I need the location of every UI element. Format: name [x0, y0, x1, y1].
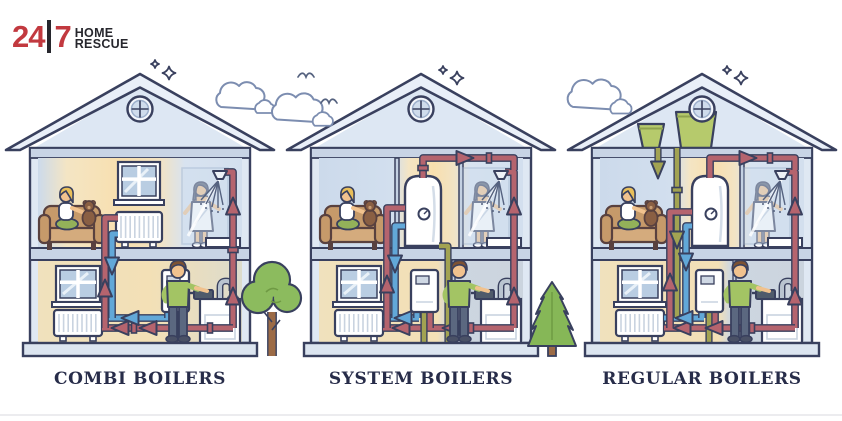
floor-slab: [310, 247, 532, 261]
house-regular: [566, 72, 838, 358]
logo-24-7-home-rescue: 24 7 HOME RESCUE: [12, 19, 129, 54]
teddy-bear: [362, 199, 378, 227]
flow-arrow-icon: [97, 278, 113, 298]
flow-arrow-icon: [787, 196, 803, 216]
wall-boiler-unit: [694, 268, 725, 314]
sparkle-icon: [449, 70, 465, 86]
flow-arrow-icon: [674, 310, 694, 326]
bird-icon: [320, 98, 338, 106]
logo-divider-bar: [47, 20, 52, 53]
feed-expansion-tank: [636, 122, 666, 150]
section-label-system-boilers: SYSTEM BOILERS: [328, 369, 514, 389]
section-label-combi-boilers: COMBI BOILERS: [54, 369, 226, 389]
flow-arrow-icon: [110, 320, 130, 336]
man-at-sink: [161, 259, 209, 344]
pine-tree-icon: [527, 281, 577, 357]
window-icon: [51, 264, 105, 308]
logo-word-home: HOME: [74, 26, 114, 40]
sparkle-icon: [150, 59, 160, 69]
window-icon: [332, 264, 386, 308]
girl-on-couch: [617, 186, 646, 231]
teddy-bear: [643, 199, 659, 227]
flow-arrow-icon: [225, 196, 241, 216]
flow-arrow-icon: [650, 160, 666, 180]
sparkle-icon: [722, 65, 732, 75]
flow-arrow-icon: [669, 230, 685, 250]
flow-arrow-icon: [379, 274, 395, 294]
tree-icon: [240, 260, 303, 356]
flow-arrow-icon: [387, 254, 403, 274]
girl-on-couch: [336, 186, 365, 231]
hot-water-cylinder: [403, 174, 443, 248]
house-system: [285, 72, 557, 358]
man-at-sink: [723, 259, 771, 344]
radiator-icon: [52, 308, 104, 342]
logo-number-7: 7: [54, 19, 71, 54]
foundation: [302, 341, 540, 358]
flow-arrow-icon: [393, 310, 413, 326]
floor-slab: [591, 247, 813, 261]
roof: [566, 72, 838, 152]
radiator-icon: [333, 308, 385, 342]
woman-showering: [464, 181, 502, 249]
girl-on-couch: [55, 186, 84, 231]
shower-head-icon: [200, 170, 228, 213]
shower-enclosure: [462, 167, 522, 248]
sparkle-icon: [161, 65, 177, 81]
sparkle-icon: [733, 70, 749, 86]
flow-arrow-icon: [738, 150, 758, 166]
floor-slab: [29, 247, 251, 261]
radiator-icon: [614, 308, 666, 342]
couch: [599, 204, 669, 250]
sparkle-icon: [438, 65, 448, 75]
shower-enclosure: [181, 167, 241, 248]
house-combi: [4, 72, 276, 358]
flow-arrow-icon: [120, 310, 140, 326]
roof: [4, 72, 276, 152]
flow-arrow-icon: [787, 286, 803, 306]
flow-arrow-icon: [704, 320, 724, 336]
section-label-regular-boilers: REGULAR BOILERS: [602, 369, 802, 389]
flow-arrow-icon: [506, 196, 522, 216]
shower-enclosure: [743, 167, 803, 248]
flow-arrow-icon: [225, 286, 241, 306]
radiator-icon: [114, 210, 164, 248]
attic-window-icon: [126, 95, 154, 123]
cloud-icon: [271, 92, 334, 127]
bird-icon: [297, 72, 315, 80]
flow-arrow-icon: [455, 150, 475, 166]
flow-arrow-icon: [104, 256, 120, 276]
cloud-icon: [566, 78, 633, 115]
window-icon: [113, 160, 165, 206]
wall-boiler-unit: [409, 268, 440, 314]
foundation: [21, 341, 259, 358]
flow-arrow-icon: [678, 252, 694, 272]
teddy-bear: [81, 199, 97, 227]
flow-arrow-icon: [391, 320, 411, 336]
shower-head-icon: [762, 170, 790, 213]
flow-arrows: [97, 196, 241, 336]
roof: [285, 72, 557, 152]
foundation: [583, 341, 821, 358]
shower-head-icon: [481, 170, 509, 213]
flow-arrow-icon: [138, 320, 158, 336]
logo-word-rescue: RESCUE: [74, 36, 129, 51]
logo-wordmark: HOME RESCUE: [74, 26, 129, 51]
flow-arrow-icon: [662, 272, 678, 292]
bottom-divider: [0, 414, 842, 416]
logo-number-24: 24: [12, 19, 45, 54]
attic-window-icon: [407, 95, 435, 123]
man-at-sink: [442, 259, 490, 344]
attic-window-icon: [688, 95, 716, 123]
window-icon: [613, 264, 667, 308]
cloud-icon: [215, 81, 276, 114]
flow-arrow-icon: [506, 286, 522, 306]
flow-arrow-icon: [672, 320, 692, 336]
hot-water-cylinder: [690, 174, 730, 248]
flow-arrows: [650, 150, 803, 336]
